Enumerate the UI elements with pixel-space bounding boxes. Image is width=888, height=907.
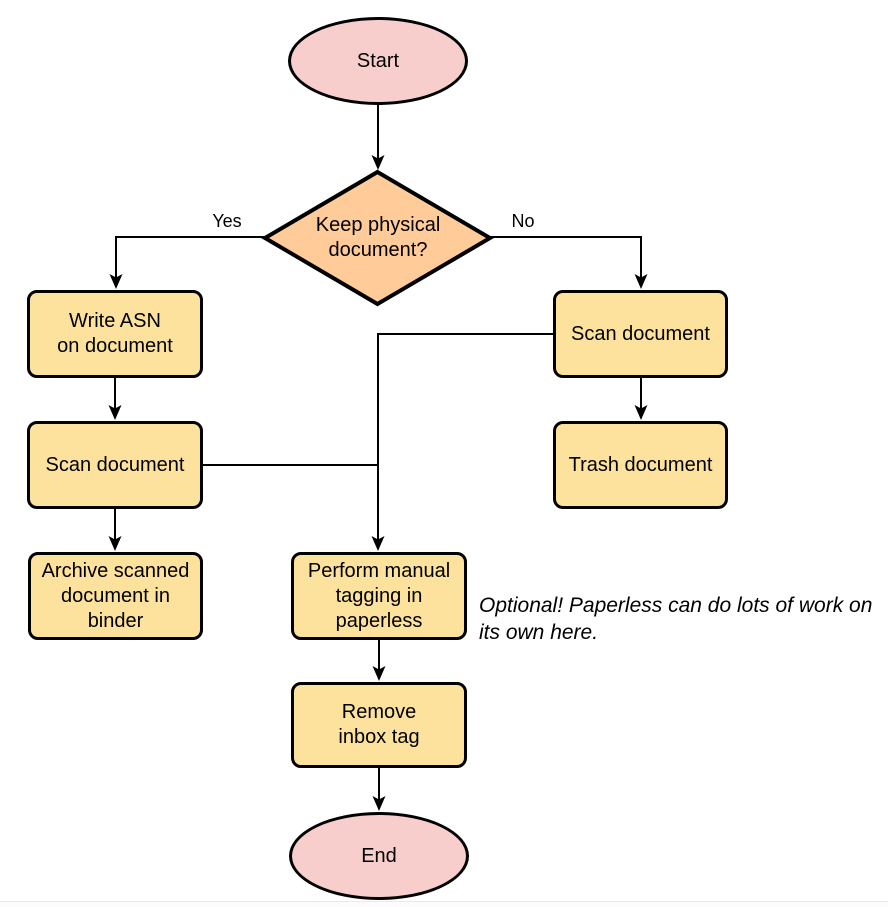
arrowhead — [108, 536, 122, 551]
node-archive-binder: Archive scanned document in binder — [28, 552, 203, 640]
arrowhead — [372, 796, 386, 811]
arrowhead — [634, 405, 648, 420]
edge-decision-no — [490, 236, 642, 278]
arrowhead — [371, 155, 385, 170]
page-bottom-strip — [0, 902, 888, 907]
arrowhead — [371, 536, 385, 551]
node-manual-tagging: Perform manual tagging in paperless — [291, 552, 467, 640]
node-write-asn: Write ASN on document — [27, 290, 203, 378]
page-bottom-divider — [0, 901, 888, 902]
edge-label-yes: Yes — [212, 211, 242, 231]
node-end: End — [289, 812, 469, 900]
node-trash-document: Trash document — [553, 421, 728, 509]
arrowhead — [634, 274, 648, 289]
node-decision-shape — [261, 169, 494, 307]
arrowhead — [108, 405, 122, 420]
node-start: Start — [288, 17, 468, 105]
optional-note: Optional! Paperless can do lots of work … — [479, 594, 873, 644]
arrowhead — [109, 274, 123, 289]
node-scan-document-left: Scan document — [27, 421, 203, 509]
node-remove-inbox-tag: Remove inbox tag — [291, 682, 467, 768]
edge-label-no: No — [511, 211, 535, 231]
node-scan-document-right: Scan document — [553, 290, 728, 378]
edge-scanright-to-tagging — [377, 333, 553, 540]
arrowhead — [372, 666, 386, 681]
edge-decision-yes — [115, 236, 265, 278]
node-decision-label: Keep physical document? — [315, 214, 441, 261]
